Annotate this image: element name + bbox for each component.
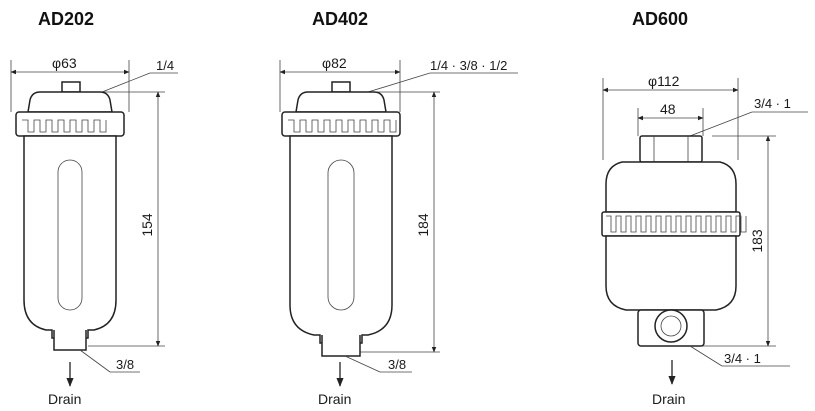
model-title-ad402: AD402 <box>312 9 368 29</box>
drain-label: Drain <box>652 391 685 407</box>
model-ad402: AD402 φ82 1/4 · 3/8 · 1/2 184 3/8 Drain <box>279 9 518 407</box>
dimension-diameter: φ82 <box>322 55 347 71</box>
drain-label: Drain <box>48 391 81 407</box>
filter-body <box>601 135 747 347</box>
leader-top-port <box>689 111 753 137</box>
port-bottom-label: 3/8 <box>388 357 406 372</box>
model-title-ad600: AD600 <box>632 9 688 29</box>
port-top-label: 3/4 · 1 <box>754 96 791 111</box>
model-ad202: AD202 φ63 1/4 154 3/8 Drain <box>10 9 178 407</box>
model-ad600: AD600 φ112 48 3/4 · 1 183 <box>601 9 808 407</box>
filter-body <box>15 81 125 351</box>
port-top-label: 1/4 <box>156 58 174 73</box>
dimension-height: 184 <box>415 213 431 237</box>
dimension-width: 48 <box>660 101 676 117</box>
port-bottom-label: 3/4 · 1 <box>724 351 761 366</box>
dimension-diameter: φ112 <box>648 73 680 89</box>
port-top-label: 1/4 · 3/8 · 1/2 <box>430 58 507 73</box>
drain-label: Drain <box>318 391 351 407</box>
dimension-height: 154 <box>139 213 155 237</box>
filter-body <box>281 81 401 357</box>
dimension-diameter: φ63 <box>52 55 77 71</box>
model-title-ad202: AD202 <box>38 9 94 29</box>
port-bottom-label: 3/8 <box>116 357 134 372</box>
dimension-height: 183 <box>749 229 765 253</box>
